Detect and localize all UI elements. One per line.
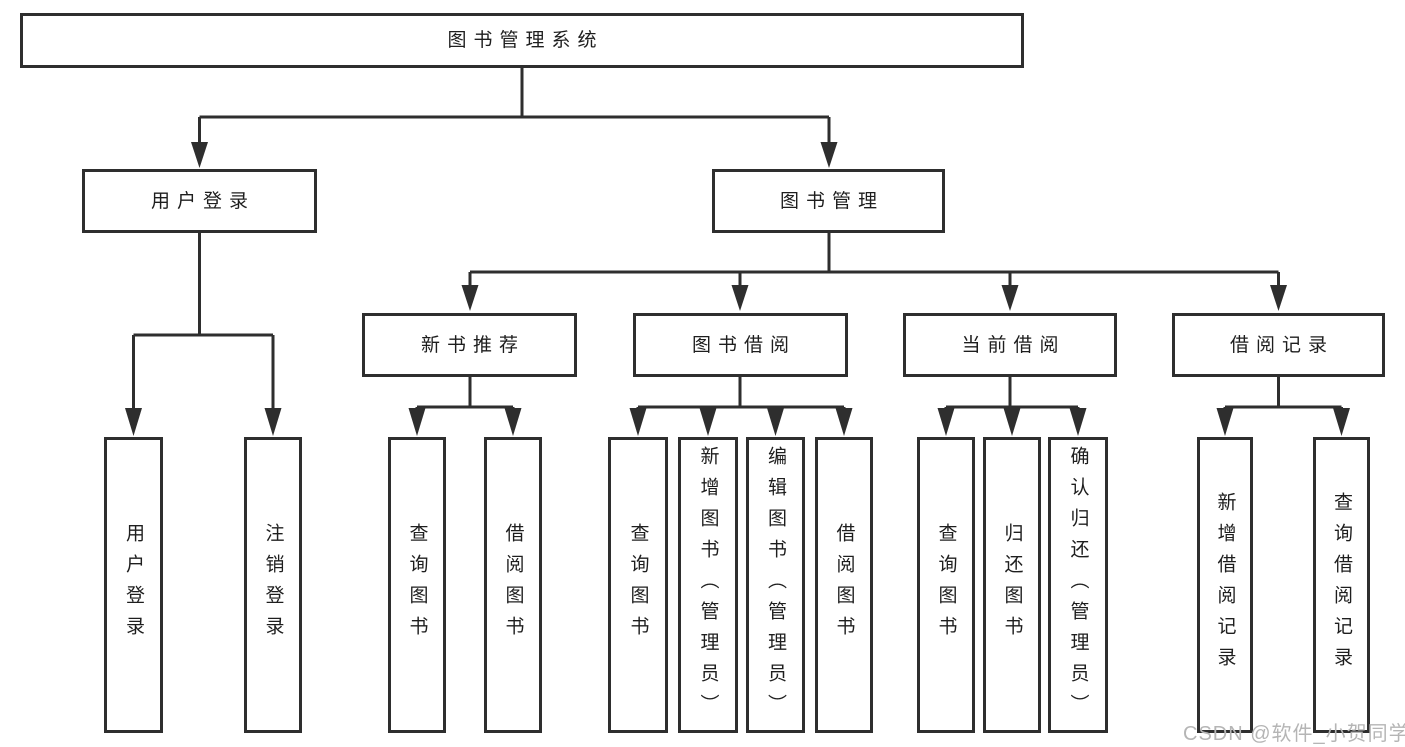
node-borrow-records-label: 借阅记录: [1229, 334, 1334, 356]
leaf-query-borrow-record-label: 查询借阅记录: [1331, 492, 1352, 678]
node-new-book-recommend-label: 新书推荐: [420, 334, 525, 356]
leaf-borrow-books-2-label: 借阅图书: [833, 523, 855, 647]
leaf-add-books-admin-label: 新增图书（管理员）: [697, 445, 719, 725]
leaf-logout: 注销登录: [244, 437, 302, 733]
arrowheads: [125, 142, 1350, 436]
node-book-borrow-label: 图书借阅: [691, 334, 796, 356]
node-book-management: 图书管理: [712, 169, 945, 233]
leaf-borrow-books-1-label: 借阅图书: [502, 523, 524, 647]
node-new-book-recommend: 新书推荐: [362, 313, 577, 377]
leaf-borrow-books-2: 借阅图书: [815, 437, 873, 733]
leaf-borrow-books-1: 借阅图书: [484, 437, 542, 733]
leaf-query-books-1-label: 查询图书: [406, 523, 428, 647]
node-root: 图书管理系统: [20, 13, 1024, 68]
leaf-query-books-3: 查询图书: [917, 437, 975, 733]
leaf-logout-label: 注销登录: [262, 523, 284, 647]
leaf-confirm-return-admin-label: 确认归还（管理员）: [1067, 445, 1089, 725]
leaf-edit-books-admin: 编辑图书（管理员）: [746, 437, 805, 733]
leaf-add-books-admin: 新增图书（管理员）: [678, 437, 738, 733]
node-current-borrow: 当前借阅: [903, 313, 1117, 377]
leaf-add-borrow-record-label: 新增借阅记录: [1214, 492, 1236, 678]
leaf-confirm-return-admin: 确认归还（管理员）: [1048, 437, 1108, 733]
leaf-query-books-1: 查询图书: [388, 437, 446, 733]
leaf-edit-books-admin-label: 编辑图书（管理员）: [765, 445, 786, 725]
leaf-user-login-label: 用户登录: [123, 523, 144, 647]
leaf-query-borrow-record: 查询借阅记录: [1313, 437, 1370, 733]
node-user-login: 用户登录: [82, 169, 317, 233]
leaf-query-books-2-label: 查询图书: [627, 523, 649, 647]
leaf-query-books-2: 查询图书: [608, 437, 668, 733]
leaf-query-books-3-label: 查询图书: [935, 523, 957, 647]
node-current-borrow-label: 当前借阅: [961, 334, 1066, 356]
leaf-user-login: 用户登录: [104, 437, 163, 733]
node-book-borrow: 图书借阅: [633, 313, 848, 377]
node-borrow-records: 借阅记录: [1172, 313, 1385, 377]
leaf-return-books-label: 归还图书: [1001, 523, 1023, 647]
node-book-management-label: 图书管理: [779, 190, 884, 212]
node-user-login-label: 用户登录: [150, 190, 255, 212]
leaf-return-books: 归还图书: [983, 437, 1041, 733]
leaf-add-borrow-record: 新增借阅记录: [1197, 437, 1253, 733]
csdn-watermark: CSDN @软件_小贺同学: [1183, 723, 1405, 745]
node-root-label: 图书管理系统: [447, 30, 604, 51]
